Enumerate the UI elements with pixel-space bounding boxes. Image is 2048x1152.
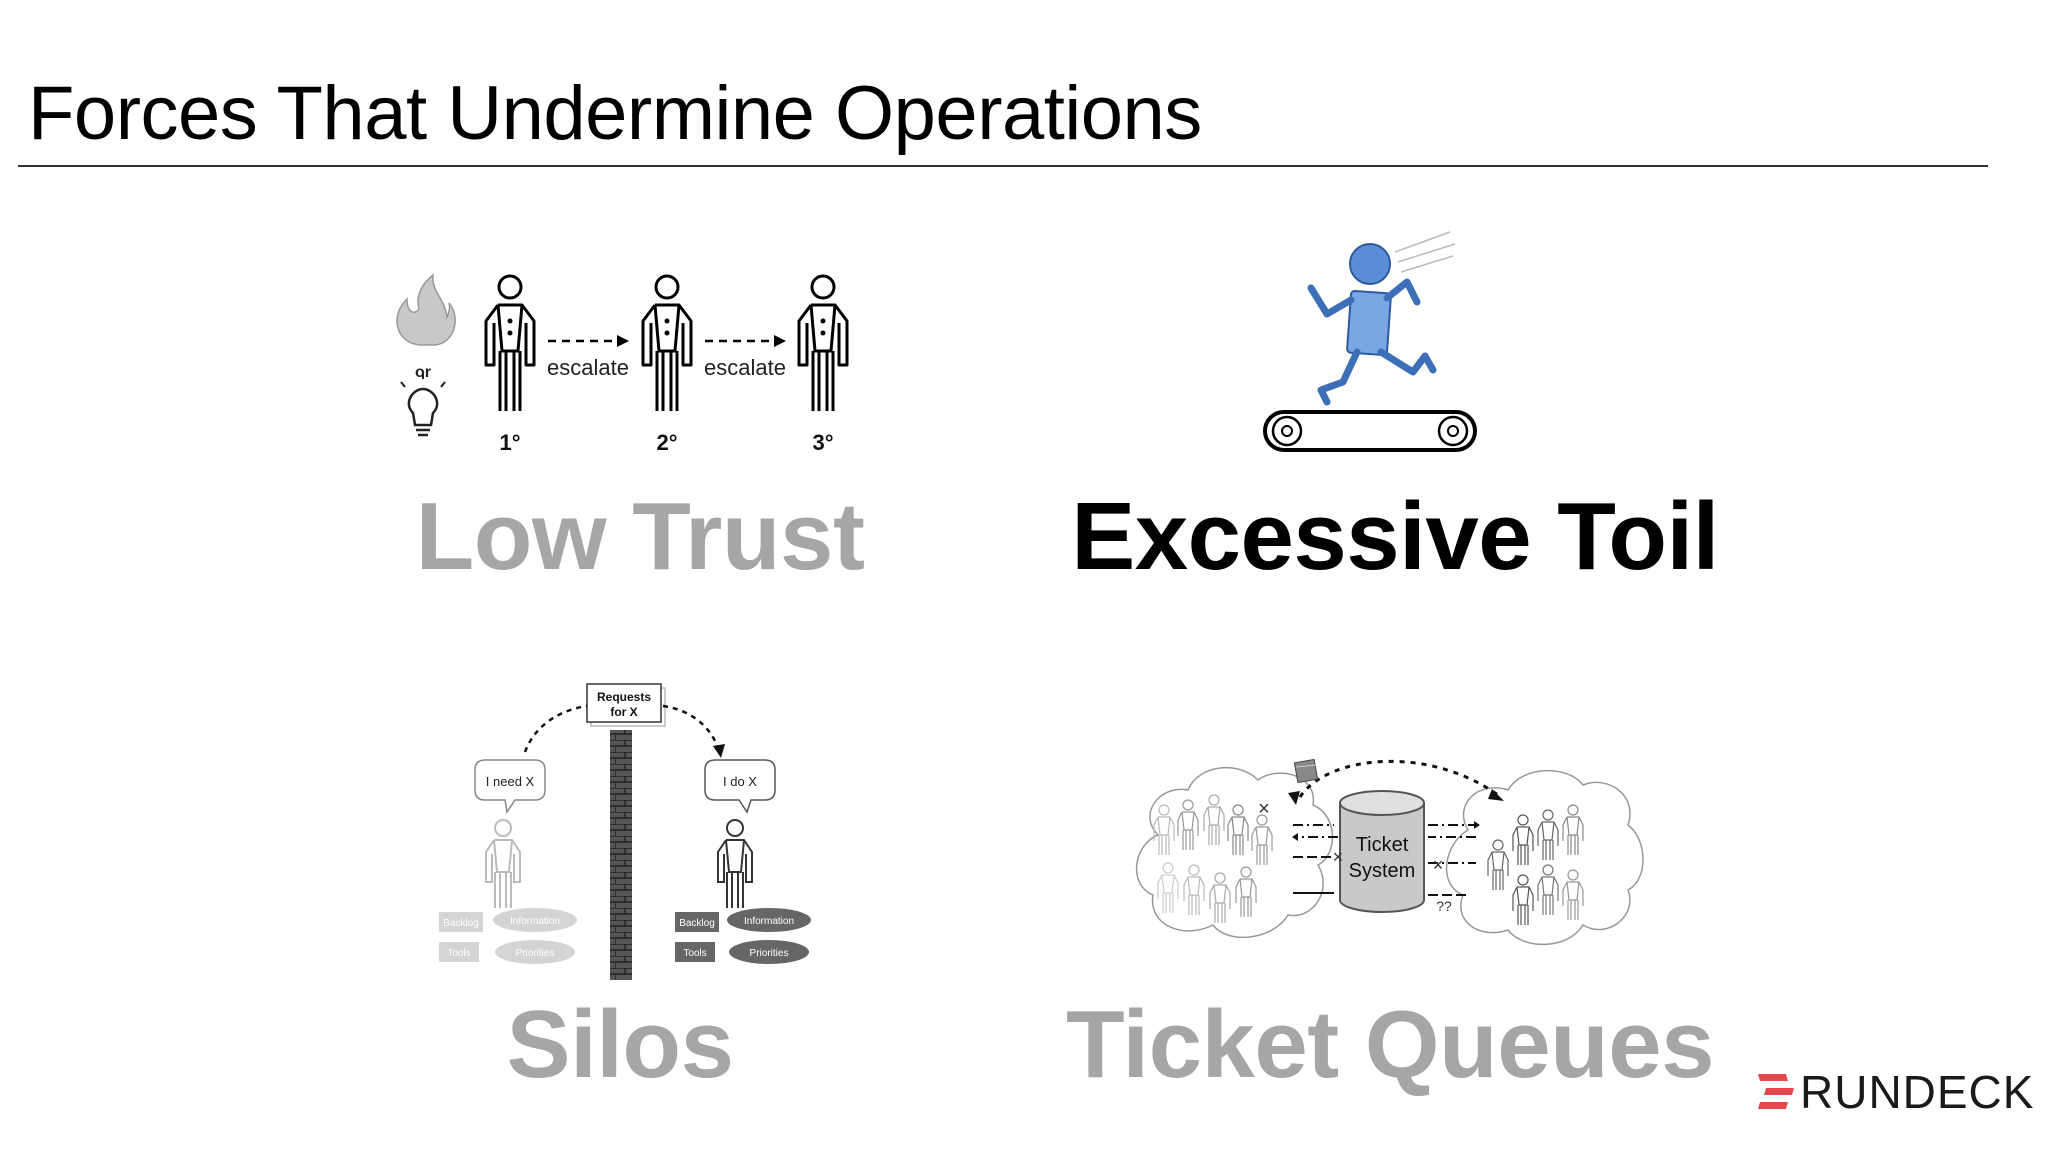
svg-text:System: System	[1349, 860, 1416, 882]
ticket-queues-label: Ticket Queues	[1065, 991, 1715, 1098]
rundeck-mark-icon	[1758, 1074, 1794, 1109]
low-trust-label: Low Trust	[415, 483, 865, 590]
svg-text:Tools: Tools	[447, 948, 470, 959]
svg-text:Information: Information	[744, 916, 794, 927]
flame-icon	[396, 273, 456, 346]
title-divider	[18, 165, 1988, 167]
rundeck-logo: RUNDECK	[1758, 1065, 2034, 1119]
level-2-label: 2°	[656, 430, 677, 455]
level-3-label: 3°	[812, 430, 833, 455]
svg-text:Information: Information	[510, 916, 560, 927]
requests-box: Requests for X	[586, 683, 666, 727]
second-level-person-icon	[641, 274, 693, 413]
right-team-resources: Backlog Information Tools Priorities	[675, 908, 811, 964]
svg-text:I do X: I do X	[723, 774, 757, 789]
svg-text:×: ×	[1433, 855, 1444, 875]
escalate-label-2: escalate	[704, 355, 786, 380]
ticket-system-database-icon: Ticket System	[1339, 790, 1425, 913]
svg-text:Backlog: Backlog	[443, 918, 479, 929]
left-team-person-icon	[485, 819, 521, 909]
light-bulb-icon	[400, 373, 446, 437]
running-figure-icon	[1307, 231, 1456, 406]
first-level-person-icon	[484, 274, 536, 413]
left-team-resources: Backlog Information Tools Priorities	[439, 908, 577, 964]
third-level-person-icon	[797, 274, 849, 413]
excessive-toil-label: Excessive Toil	[1071, 483, 1719, 590]
low-trust-illustration: or escalate escalate 1° 2° 3°	[396, 273, 849, 455]
right-team-cloud	[1446, 769, 1644, 946]
package-icon	[1293, 758, 1319, 784]
silos-illustration: Requests for X I need X I do X Backlog I…	[439, 683, 811, 980]
svg-text:Backlog: Backlog	[679, 918, 715, 929]
svg-text:Ticket: Ticket	[1356, 834, 1409, 856]
silos-label: Silos	[506, 991, 734, 1098]
right-team-person-icon	[717, 819, 753, 909]
svg-text:×: ×	[1258, 798, 1270, 820]
svg-text:I need X: I need X	[486, 774, 535, 789]
svg-text:Priorities: Priorities	[516, 948, 555, 959]
ticket-queues-illustration: Ticket System × × × ??	[1136, 758, 1644, 946]
rundeck-wordmark: RUNDECK	[1800, 1066, 2035, 1118]
or-text: or	[415, 364, 431, 381]
slide-title: Forces That Undermine Operations	[28, 71, 1202, 156]
escalate-label-1: escalate	[547, 355, 629, 380]
svg-text:×: ×	[1333, 847, 1344, 867]
left-speech-bubble: I need X	[474, 759, 546, 814]
excessive-toil-illustration	[1263, 231, 1477, 452]
svg-text:for X: for X	[610, 705, 637, 719]
treadmill-icon	[1263, 410, 1477, 452]
wall-icon	[610, 730, 632, 980]
svg-text:Priorities: Priorities	[750, 948, 789, 959]
level-1-label: 1°	[499, 430, 520, 455]
right-speech-bubble: I do X	[704, 759, 776, 814]
svg-text:Requests: Requests	[597, 690, 651, 704]
svg-text:Tools: Tools	[683, 948, 706, 959]
left-team-cloud	[1136, 766, 1334, 939]
uncertain-mark: ??	[1436, 898, 1452, 914]
